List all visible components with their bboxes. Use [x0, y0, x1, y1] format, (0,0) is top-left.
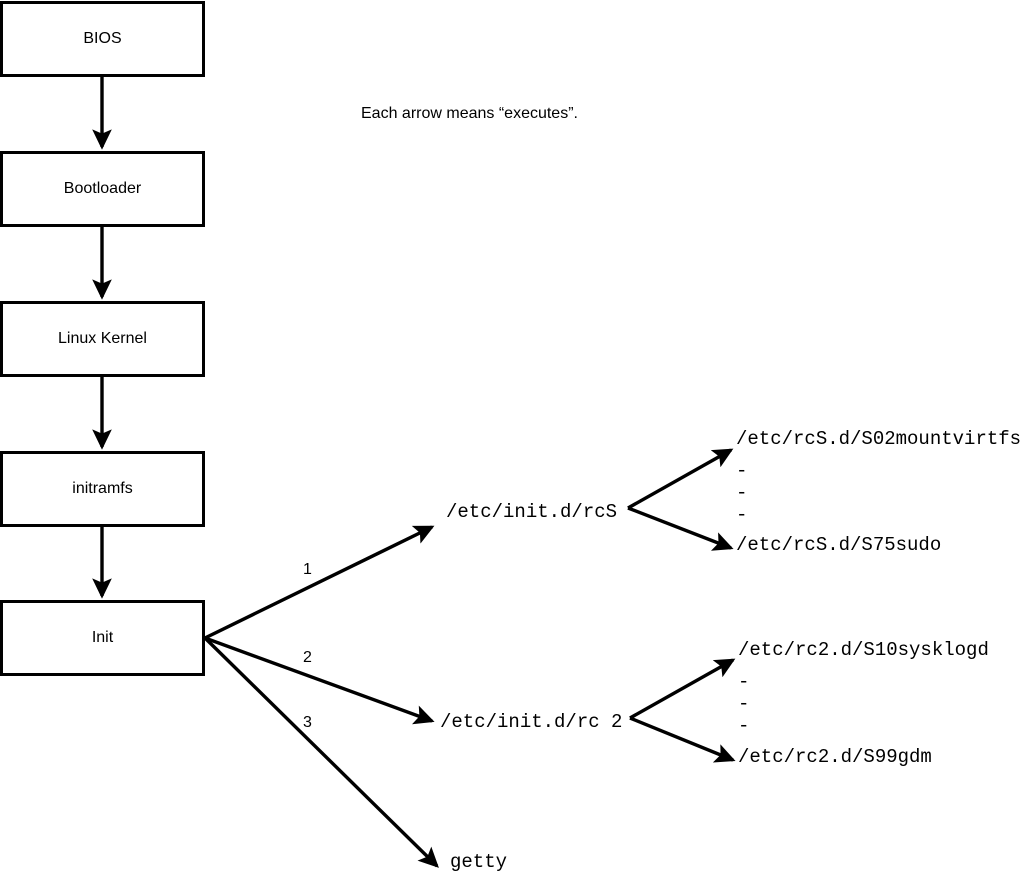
- label-rc2-first-script[interactable]: /etc/rc2.d/S10sysklogd: [738, 639, 989, 661]
- edge-label-3: 3: [303, 714, 312, 731]
- label-rcs-last-script[interactable]: /etc/rcS.d/S75sudo: [736, 534, 942, 556]
- edge-init-to-getty: [203, 636, 439, 868]
- edge-label-2: 2: [303, 649, 312, 666]
- node-linux-kernel-label: Linux Kernel: [58, 330, 147, 347]
- edge-rc2-to-last-script: [629, 716, 736, 763]
- rcs-ellipsis-dash-2: -: [736, 482, 748, 504]
- node-bootloader-label: Bootloader: [63, 180, 142, 197]
- label-rcs-first-script[interactable]: /etc/rcS.d/S02mountvirtfs: [736, 428, 1022, 450]
- edge-init-to-rcs: [204, 525, 435, 640]
- node-bios-label: BIOS: [83, 30, 122, 47]
- node-bios[interactable]: BIOS: [0, 1, 205, 77]
- node-linux-kernel[interactable]: Linux Kernel: [0, 301, 205, 377]
- label-rc2-last-script[interactable]: /etc/rc2.d/S99gdm: [738, 746, 932, 768]
- edge-rcs-to-first-script: [627, 448, 734, 510]
- edge-rcs-to-last-script: [627, 506, 734, 551]
- edge-init-to-rc2: [204, 636, 435, 725]
- legend-note: Each arrow means “executes”.: [361, 105, 578, 122]
- node-bootloader[interactable]: Bootloader: [0, 151, 205, 227]
- edge-label-1: 1: [303, 561, 312, 578]
- rcs-ellipsis-dash-3: -: [736, 504, 748, 526]
- node-init-label: Init: [91, 629, 114, 646]
- node-initramfs[interactable]: initramfs: [0, 451, 205, 527]
- rcs-ellipsis-dash-1: -: [736, 460, 748, 482]
- node-initramfs-label: initramfs: [72, 480, 133, 497]
- label-etc-init-d-rcs[interactable]: /etc/init.d/rcS: [446, 501, 618, 523]
- rc2-ellipsis-dash-2: -: [738, 693, 750, 715]
- node-init[interactable]: Init: [0, 600, 205, 676]
- rc2-ellipsis-dash-3: -: [738, 715, 750, 737]
- edge-rc2-to-first-script: [629, 658, 736, 720]
- rc2-ellipsis-dash-1: -: [738, 671, 750, 693]
- label-getty[interactable]: getty: [450, 851, 508, 873]
- label-etc-init-d-rc2[interactable]: /etc/init.d/rc 2: [440, 711, 623, 733]
